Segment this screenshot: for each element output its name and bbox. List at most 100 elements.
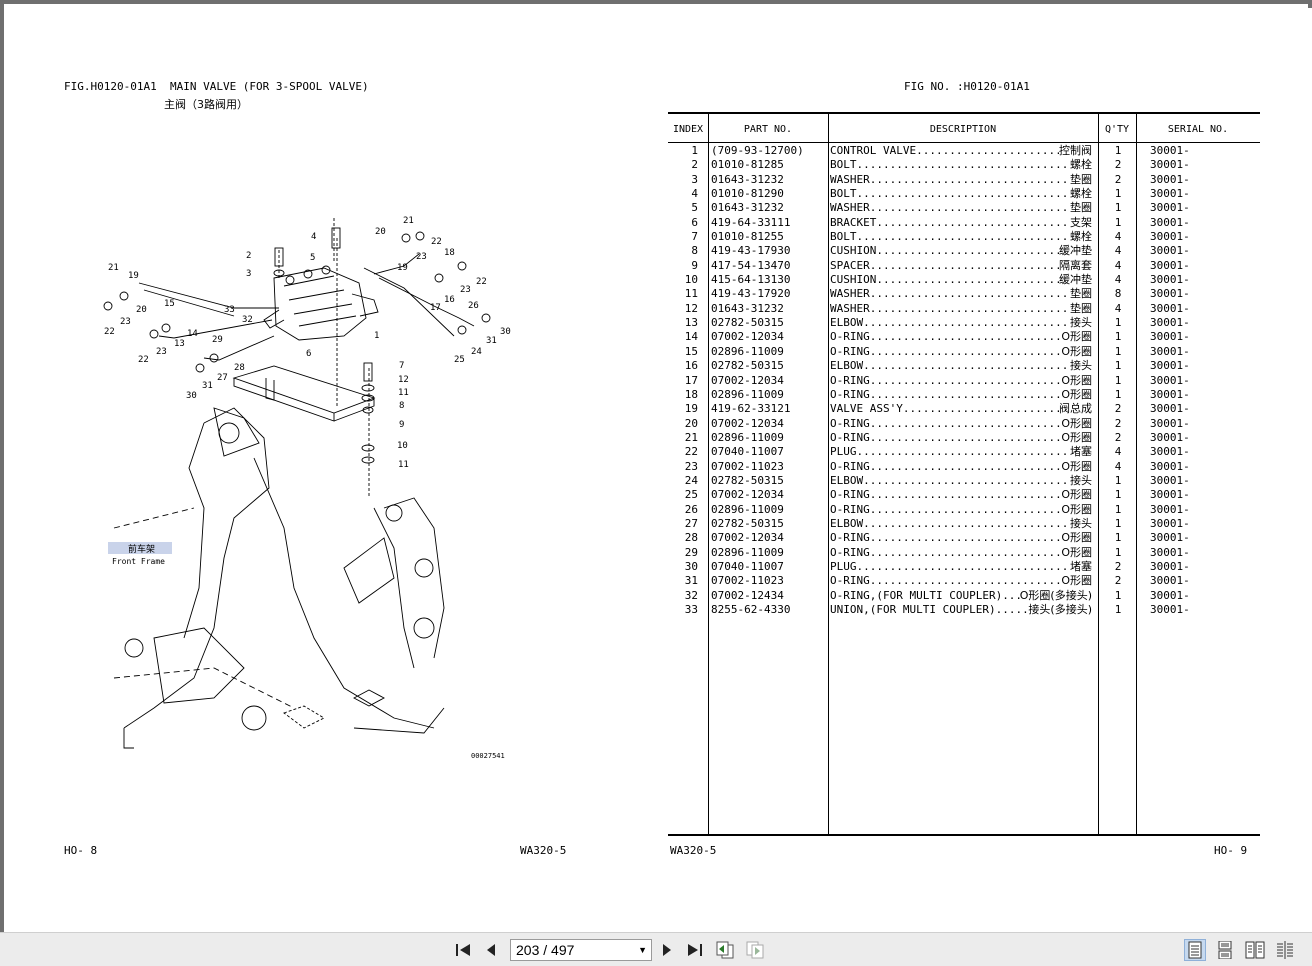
leader-dots: ........................................… [863,316,1070,330]
row-quantity: 1 [1114,344,1122,358]
callout-31b: 31 [486,336,497,346]
leader-dots: ........................................… [869,387,1062,401]
chevron-down-icon[interactable]: ▼ [638,945,647,955]
row-description: WASHER..................................… [830,302,1092,316]
row-description-en: O-RING,(FOR MULTI COUPLER) [830,588,1003,602]
last-page-icon[interactable] [684,939,706,961]
row-part-number: 07040-11007 [711,559,784,573]
row-description-en: PLUG [830,445,857,459]
callout-16: 16 [444,295,455,305]
leader-dots: ........................................… [876,215,1070,229]
row-description: BOLT....................................… [830,230,1092,244]
page-number-input[interactable]: 203 / 497 ▼ [510,939,652,961]
single-page-view-icon[interactable] [1184,939,1206,961]
row-part-number: 8255-62-4330 [711,603,791,616]
row-quantity: 1 [1114,215,1122,229]
row-description-zh: O形圈 [1061,488,1092,502]
callout-15: 15 [164,299,175,309]
row-index: 1 [691,144,698,157]
previous-page-icon[interactable] [480,939,502,961]
row-index: 25 [684,488,698,502]
row-serial: 30001- [1150,144,1190,157]
continuous-view-icon[interactable] [1214,939,1236,961]
row-description-en: O-RING [830,459,870,473]
row-serial: 30001- [1150,273,1190,287]
row-description-zh: 接头 [1070,473,1092,487]
go-forward-view-icon[interactable] [744,939,766,961]
row-description: O-RING..................................… [830,460,1092,474]
callout-25: 25 [454,355,465,365]
left-page-model: WA320-5 [520,844,567,857]
row-index: 7 [691,230,698,244]
go-back-view-icon[interactable] [714,939,736,961]
row-description-en: CUSHION [830,244,877,258]
row-serial: 30001- [1150,301,1190,315]
row-description-zh: 螺栓 [1070,158,1092,172]
row-description-zh: O形圈 [1061,531,1092,545]
facing-view-icon[interactable] [1244,939,1266,961]
leader-dots: ........................................… [869,344,1062,358]
row-part-number: 01010-81255 [711,230,784,244]
row-description-zh: O形圈 [1061,387,1092,401]
row-quantity: 2 [1114,402,1122,416]
callout-2: 2 [246,251,251,261]
continuous-facing-view-icon[interactable] [1274,939,1296,961]
callout-22: 22 [431,237,442,247]
row-part-number: 02896-11009 [711,344,784,358]
row-quantity: 2 [1114,574,1122,588]
row-serial: 30001- [1150,158,1190,172]
leader-dots: ........................................… [869,330,1062,344]
header-part-no: PART NO. [743,124,793,135]
row-part-number: 419-43-17930 [711,244,791,258]
row-part-number: 07002-12034 [711,488,784,502]
row-description-en: BOLT [830,230,857,244]
callout-6: 6 [306,349,311,359]
right-page-model: WA320-5 [670,844,717,857]
callout-19b: 19 [128,271,139,281]
row-quantity: 1 [1114,387,1122,401]
first-page-icon[interactable] [452,939,474,961]
row-index: 23 [684,459,698,473]
header-qty: Q'TY [1104,124,1130,135]
document-viewport[interactable]: FIG.H0120-01A1 MAIN VALVE (FOR 3-SPOOL V… [0,0,1312,934]
row-description-zh: O形圈 [1061,330,1092,344]
left-page-number: HO- 8 [64,844,98,857]
row-serial: 30001- [1150,488,1190,502]
row-description: BOLT....................................… [830,187,1092,201]
row-description: PLUG....................................… [830,560,1092,574]
row-description-en: VALVE ASS'Y [830,402,903,416]
next-page-icon[interactable] [656,939,678,961]
leader-dots: ........................................… [876,244,1059,258]
leader-dots: ........................................… [856,445,1071,459]
table-row: 1(709-93-12700)CONTROL VALVE............… [668,144,1260,158]
callout-29: 29 [212,335,223,345]
row-part-number: 02896-11009 [711,502,784,516]
front-frame-label-zh: 前车架 [128,543,155,555]
row-description-en: WASHER [830,172,870,186]
row-quantity: 2 [1114,416,1122,430]
row-serial: 30001- [1150,588,1190,602]
viewer-toolbar: 203 / 497 ▼ [0,932,1312,966]
row-description-zh: 控制阀 [1059,144,1092,157]
row-description: O-RING..................................… [830,431,1092,445]
row-description: O-RING..................................… [830,345,1092,359]
row-index: 6 [691,215,698,229]
row-quantity: 1 [1114,516,1122,530]
row-serial: 30001- [1150,344,1190,358]
row-part-number: 01643-31232 [711,301,784,315]
row-index: 10 [684,273,698,287]
callout-18: 18 [444,248,455,258]
